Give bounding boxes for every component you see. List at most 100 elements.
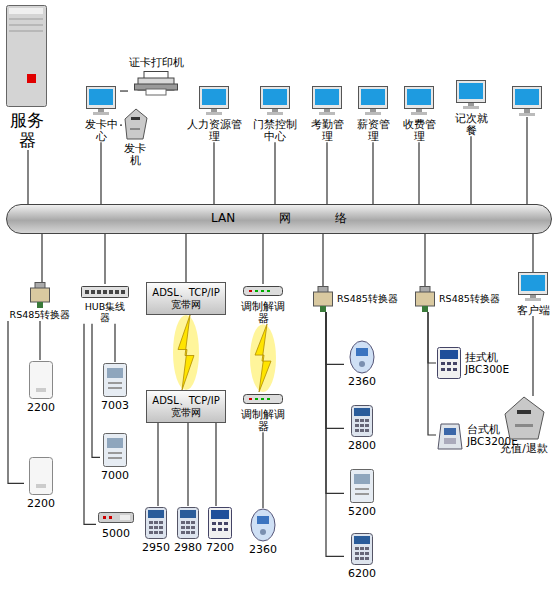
term-part [154, 526, 158, 529]
pc-part [459, 83, 483, 99]
pc-part [202, 89, 226, 105]
hub-part [109, 290, 113, 294]
term2-icon [102, 362, 128, 398]
reader-part [36, 388, 46, 392]
term-part [352, 406, 373, 437]
pc-icon [358, 86, 388, 116]
network-wire [326, 312, 344, 493]
term-part [355, 419, 359, 422]
device-node: 7003 [100, 362, 130, 413]
node-label: HUB集线器 [80, 302, 130, 324]
printer-icon [134, 70, 178, 96]
term-part [360, 557, 364, 560]
node-label: 2360 [348, 376, 376, 389]
modem-part [255, 398, 258, 400]
rs485-part [416, 292, 435, 306]
term-part [181, 526, 185, 529]
rs485-part [422, 306, 428, 312]
server-part [9, 24, 43, 26]
network-wire [120, 90, 128, 91]
term2-part [104, 434, 127, 467]
kiosk-icon [122, 108, 148, 140]
small-part [99, 513, 134, 523]
network-wire [532, 316, 533, 396]
pc-part [93, 112, 109, 115]
oval-part [359, 361, 365, 367]
network-wire [157, 423, 158, 506]
network-wire [326, 312, 344, 428]
node-label: RS485转换器 [10, 310, 71, 321]
term2-part [108, 382, 122, 384]
node-label: 发卡中心 [82, 118, 120, 142]
term-part [191, 521, 195, 524]
pc-part [98, 109, 104, 112]
workstation: 记次就餐 [450, 80, 492, 136]
term2-icon [102, 432, 128, 468]
desk-part [444, 438, 456, 444]
device-node: 5200 [344, 468, 380, 519]
hub-part [91, 290, 95, 294]
hub-part [82, 287, 129, 298]
server-part [27, 74, 36, 83]
term-icon [176, 506, 200, 540]
network-wire [262, 432, 263, 508]
network-wire [532, 234, 533, 272]
modem-part [244, 395, 283, 404]
pc-part [407, 89, 431, 105]
rs485-part [31, 288, 50, 302]
reader-icon [28, 456, 54, 496]
network-wire [41, 234, 42, 282]
network-wire [114, 324, 115, 362]
link-glow [250, 324, 276, 392]
term-part [360, 424, 364, 427]
kiosk-part [131, 117, 140, 120]
printer-node: 证卡打印机 [128, 56, 184, 96]
server-part [7, 6, 47, 107]
term-part [159, 526, 163, 529]
node-label: 考勤管理 [306, 118, 348, 142]
network-wire [92, 324, 100, 457]
small-part [109, 516, 112, 519]
term3-part [447, 362, 451, 365]
term-part [191, 526, 195, 529]
term-part [154, 521, 158, 524]
charger-part [505, 397, 544, 439]
pc-part [272, 109, 278, 112]
modem-part [249, 398, 252, 400]
node-label: 充值/退款 [500, 442, 548, 454]
workstation: 门禁控制中心 [248, 86, 302, 142]
network-wire [187, 423, 188, 506]
term-part [354, 408, 370, 416]
pc-icon [518, 272, 548, 302]
oval-part [350, 341, 374, 373]
node-label: 发卡机 [122, 142, 148, 166]
network-wire [8, 321, 24, 483]
pc-part [87, 87, 116, 109]
network-wire [100, 142, 101, 204]
hub-part [121, 290, 125, 294]
hub-part [85, 290, 89, 294]
term2-part [354, 474, 370, 484]
network-wire [418, 142, 419, 204]
oval-part [356, 348, 368, 356]
term-part [365, 552, 369, 555]
term-part [186, 521, 190, 524]
network-wire [372, 142, 373, 204]
device-node: 2800 [344, 404, 380, 453]
pc-part [319, 112, 335, 115]
term-part [149, 521, 153, 524]
term2-part [355, 493, 369, 495]
small-icon [98, 508, 134, 526]
term3-part [224, 522, 228, 525]
term2-part [108, 457, 122, 459]
term3-part [218, 522, 222, 525]
device-node: 2360 [344, 340, 380, 389]
desk-part [444, 428, 456, 435]
rs485-part [37, 302, 43, 308]
network-wire [322, 234, 323, 286]
workstation: 人力资源管理 [186, 86, 242, 142]
term3-part [212, 522, 216, 525]
term3-part [209, 508, 232, 539]
node-label: 5200 [348, 506, 376, 519]
term-part [365, 424, 369, 427]
